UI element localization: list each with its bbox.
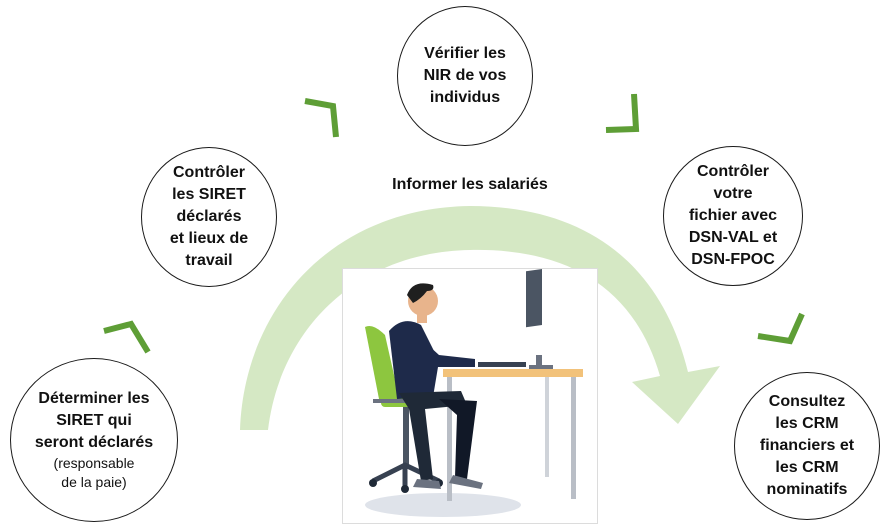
chevron-icon <box>757 312 805 345</box>
chevron-icon <box>304 98 339 138</box>
person-at-computer-icon <box>365 269 583 517</box>
step-circle-control-file: Contrôler votre fichier avec DSN-VAL et … <box>663 146 803 286</box>
chevron-icon <box>605 93 640 133</box>
step-circle-determine-siret: Déterminer les SIRET qui seront déclarés… <box>10 358 178 522</box>
step-text: Déterminer les SIRET qui seront déclarés… <box>34 390 154 490</box>
step-text: Contrôler les SIRET déclarés et lieux de… <box>169 164 249 269</box>
illustration-person-at-computer <box>342 268 598 524</box>
step-circle-control-siret: Contrôler les SIRET déclarés et lieux de… <box>141 147 277 287</box>
curved-arrow <box>240 206 720 430</box>
step-text: Consultez les CRM financiers et les CRM … <box>759 393 855 498</box>
step-circle-verify-nir: Vérifier les NIR de vos individus <box>397 6 533 146</box>
curved-arrow-body <box>240 206 720 430</box>
step-text: Vérifier les NIR de vos individus <box>423 45 507 106</box>
step-text: Contrôler votre fichier avec DSN-VAL et … <box>688 163 778 268</box>
step-circle-consult-crm: Consultez les CRM financiers et les CRM … <box>734 372 880 520</box>
chevron-icon <box>103 320 151 354</box>
chevron-markers <box>103 93 805 354</box>
center-label: Informer les salariés <box>392 176 548 193</box>
